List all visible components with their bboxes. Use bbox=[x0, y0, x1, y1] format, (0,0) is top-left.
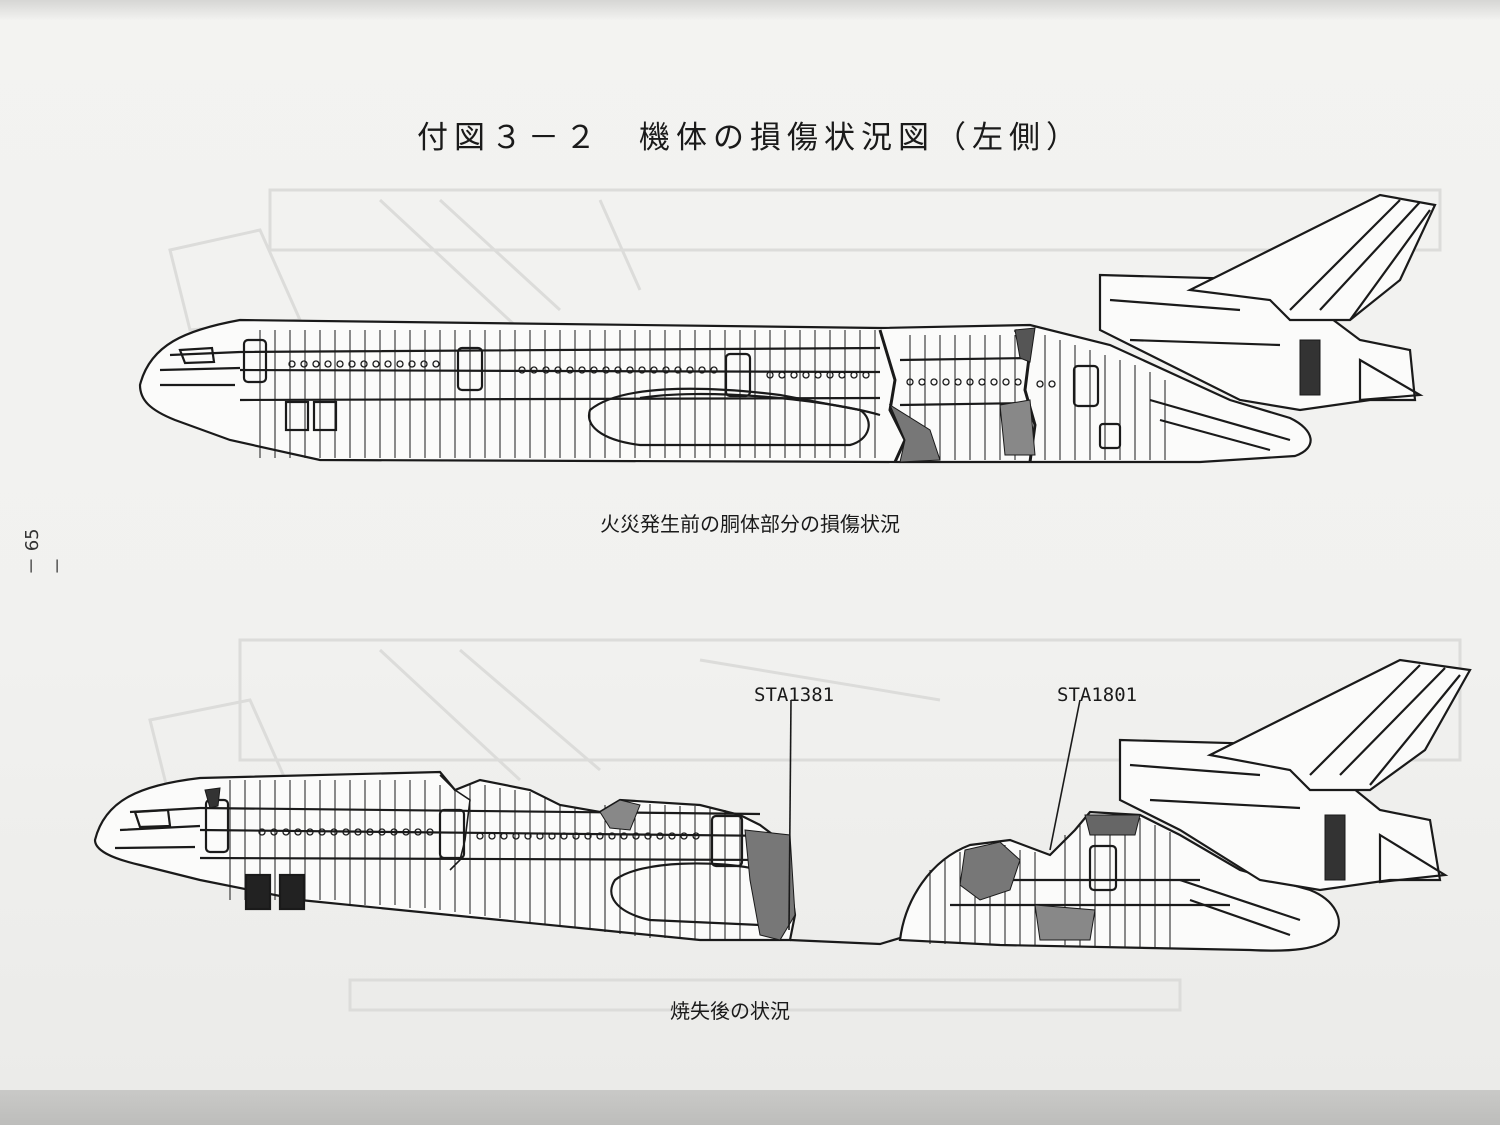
caption-after-fire: 焼失後の状況 bbox=[670, 999, 790, 1023]
page-number: － 65 － bbox=[22, 528, 69, 575]
aircraft-burned bbox=[93, 658, 1472, 952]
page-stack-edge bbox=[0, 1090, 1500, 1125]
caption-before-fire: 火災発生前の胴体部分の損傷状況 bbox=[600, 512, 900, 536]
page-top-edge bbox=[0, 0, 1500, 20]
station-label-1801: STA1801 bbox=[1057, 684, 1138, 706]
aircraft-drawings bbox=[93, 193, 1472, 952]
station-label-1381: STA1381 bbox=[754, 684, 835, 706]
aircraft-intact bbox=[138, 193, 1437, 464]
figure-title: 付図３－２ 機体の損傷状況図（左側） bbox=[417, 120, 1083, 156]
